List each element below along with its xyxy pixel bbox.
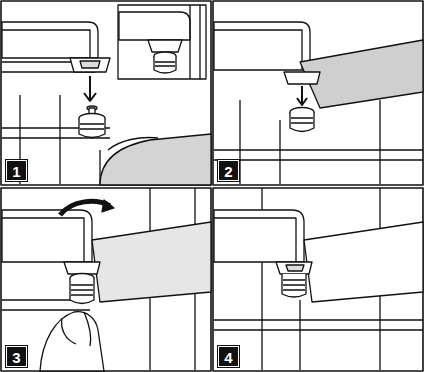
new-rail bbox=[92, 222, 211, 302]
fitting-body bbox=[290, 112, 314, 132]
rail-edge bbox=[214, 30, 302, 70]
panel-frame bbox=[213, 1, 423, 185]
rail-edge bbox=[2, 30, 90, 58]
hand bbox=[40, 312, 104, 371]
fitting-body bbox=[282, 274, 306, 297]
fitting-thread bbox=[80, 124, 104, 129]
finger bbox=[108, 138, 158, 151]
turn-arrow-head bbox=[102, 200, 114, 212]
fitting-thread bbox=[283, 280, 305, 290]
insert-arrow bbox=[84, 76, 96, 101]
bracket-slot bbox=[286, 265, 304, 271]
step-number: 2 bbox=[218, 160, 239, 181]
panel-four-drawing bbox=[214, 188, 423, 370]
wall-siding bbox=[214, 188, 423, 370]
step-number: 3 bbox=[6, 346, 27, 367]
panel-three-drawing bbox=[2, 188, 211, 371]
fitting-body bbox=[70, 278, 94, 304]
top-rail bbox=[2, 210, 92, 262]
inset-rail bbox=[119, 12, 190, 40]
fitting-thread bbox=[71, 285, 93, 295]
inset-fitting-body bbox=[154, 56, 176, 73]
insert-arrow bbox=[297, 86, 307, 105]
wall-siding bbox=[214, 100, 423, 184]
rail-edge bbox=[2, 218, 84, 262]
inset-post bbox=[190, 5, 200, 79]
panel-frame bbox=[213, 188, 423, 371]
joined-rail bbox=[304, 222, 423, 302]
step-number: 1 bbox=[6, 160, 27, 181]
wall-siding bbox=[2, 95, 110, 184]
fitting-thread bbox=[291, 118, 313, 123]
inset-bracket bbox=[148, 40, 182, 52]
top-rail bbox=[214, 210, 304, 262]
inset-frame bbox=[118, 5, 206, 79]
bracket bbox=[276, 262, 312, 274]
panel-two-drawing bbox=[214, 22, 423, 184]
top-rail bbox=[214, 22, 310, 70]
panel-frame bbox=[1, 1, 211, 185]
step-number: 4 bbox=[218, 346, 239, 367]
fingers bbox=[62, 312, 91, 346]
top-rail bbox=[2, 22, 98, 58]
fitting-body bbox=[79, 118, 105, 138]
bracket bbox=[70, 58, 110, 72]
bracket bbox=[284, 72, 320, 84]
bracket-slot bbox=[80, 61, 100, 68]
hand bbox=[100, 134, 211, 185]
panel-frame bbox=[1, 188, 211, 371]
panel-one-drawing bbox=[2, 5, 211, 185]
inset-fitting-thread bbox=[155, 62, 175, 66]
rail-edge bbox=[214, 218, 296, 262]
bracket bbox=[64, 262, 100, 274]
